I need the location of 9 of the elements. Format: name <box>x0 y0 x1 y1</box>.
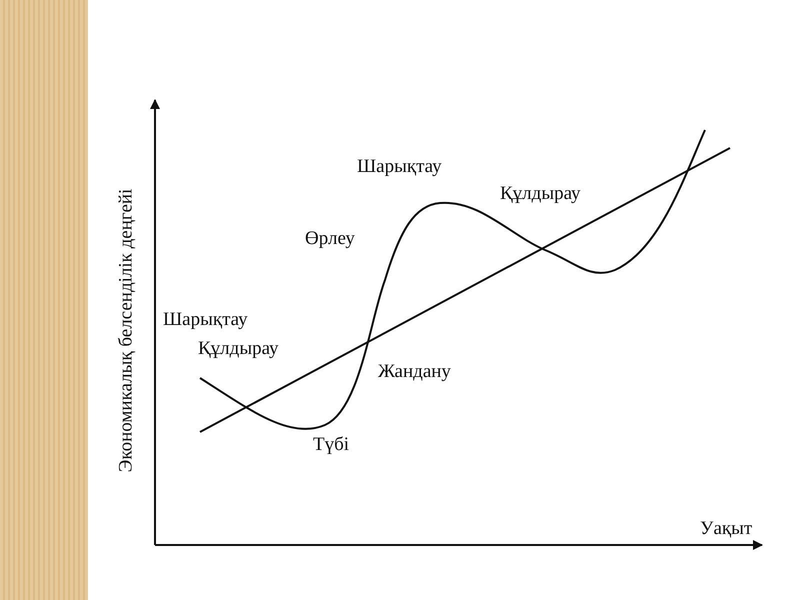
phase-label: Құлдырау <box>198 339 279 360</box>
phase-label: Түбі <box>313 435 350 456</box>
phase-label: Жандану <box>378 362 451 383</box>
phase-label: Шарықтау <box>357 157 442 178</box>
phase-label: Өрлеу <box>305 229 355 250</box>
axis-title: Уақыт <box>700 519 752 540</box>
phase-label: Шарықтау <box>163 310 248 331</box>
axis-title: Экономикалық белсенділік деңгейі <box>116 188 138 472</box>
phase-label: Құлдырау <box>500 184 581 205</box>
